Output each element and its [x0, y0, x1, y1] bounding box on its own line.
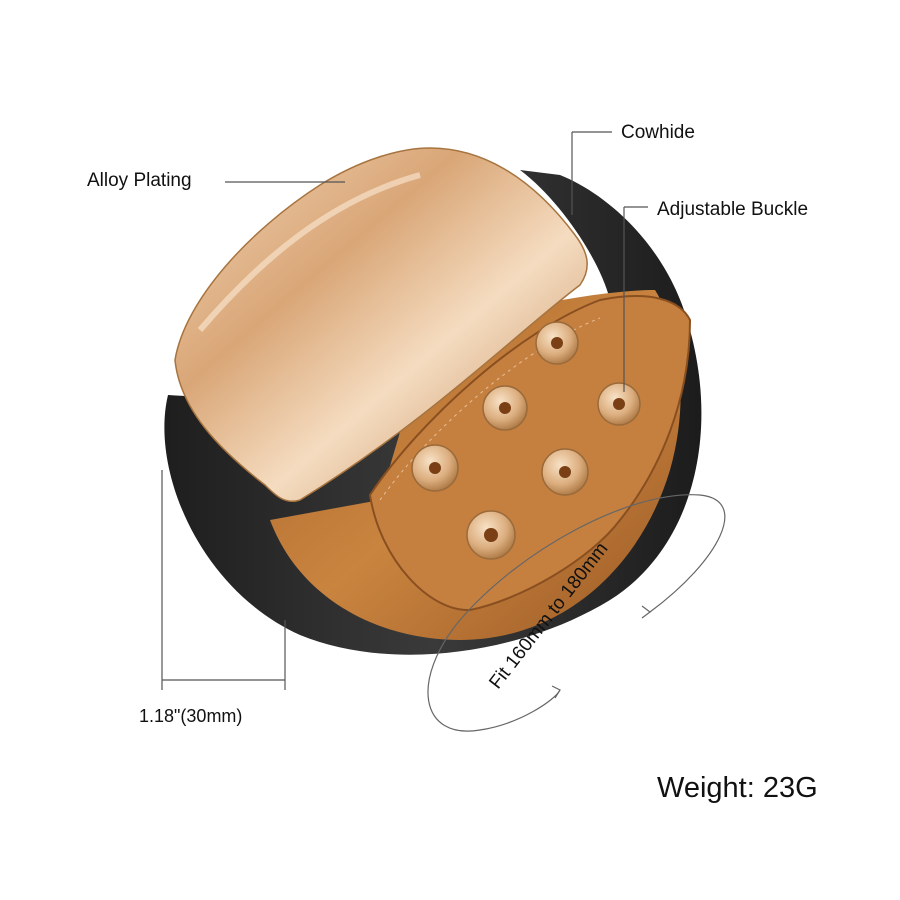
adjustable-buckle-rivets — [411, 321, 641, 560]
weight-label: Weight: 23G — [657, 772, 818, 804]
fit-arrow — [427, 494, 726, 732]
callout-lines — [161, 131, 648, 690]
cowhide-label: Cowhide — [621, 122, 695, 143]
adjustable-buckle-label: Adjustable Buckle — [657, 199, 809, 220]
alloy-plate — [174, 147, 588, 502]
leather-lining — [270, 290, 692, 640]
width-dimension-label: 1.18"(30mm) — [139, 706, 243, 726]
alloy-plating-label: Alloy Plating — [87, 170, 192, 191]
